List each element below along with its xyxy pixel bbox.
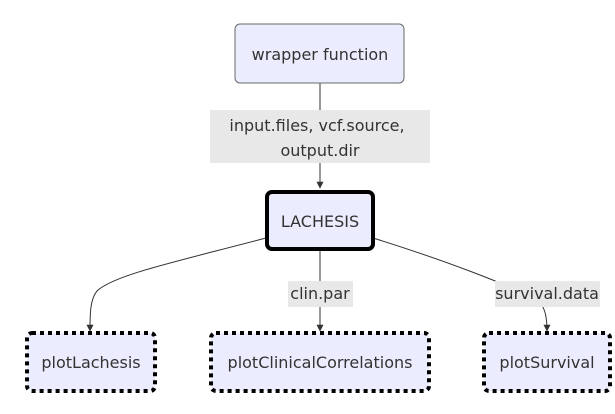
node-label: wrapper function <box>252 45 389 64</box>
node-box <box>482 331 612 393</box>
edge-label-clin-par: clin.par <box>288 281 353 307</box>
node-box <box>265 190 375 251</box>
node-plot-survival[interactable]: plotSurvival <box>482 331 612 393</box>
node-label: LACHESIS <box>281 212 359 231</box>
node-box <box>234 23 405 84</box>
edge-label-line-2: output.dir <box>280 141 359 160</box>
edge-label-text: survival.data <box>495 284 599 303</box>
node-label: plotClinicalCorrelations <box>228 353 413 372</box>
edge-label-wrapper-to-lachesis: input.files, vcf.source, output.dir <box>210 110 430 163</box>
edge-label-line-1: input.files, vcf.source, <box>229 116 404 135</box>
node-plot-lachesis[interactable]: plotLachesis <box>25 331 157 393</box>
node-label: plotLachesis <box>41 353 140 372</box>
node-box <box>25 331 157 393</box>
node-label: plotSurvival <box>499 353 594 372</box>
edge-label-text: clin.par <box>290 284 350 303</box>
node-lachesis[interactable]: LACHESIS <box>265 190 375 251</box>
edge-lachesis-to-plot-lachesis <box>86 237 267 332</box>
node-plot-clinical-correlations[interactable]: plotClinicalCorrelations <box>209 331 431 393</box>
edge-label-background <box>288 281 353 307</box>
node-wrapper-function[interactable]: wrapper function <box>234 23 405 84</box>
edge-label-background <box>495 281 600 307</box>
node-box <box>209 331 431 393</box>
edge-label-background <box>210 110 430 163</box>
edge-label-survival-data: survival.data <box>495 281 600 307</box>
